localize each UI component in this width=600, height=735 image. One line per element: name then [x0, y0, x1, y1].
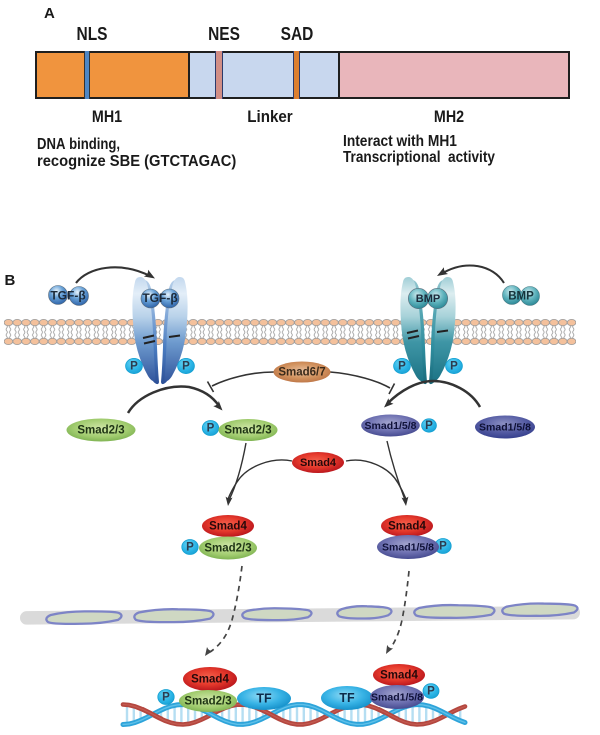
- svg-text:P: P: [425, 420, 433, 432]
- svg-text:Smad1/5/8: Smad1/5/8: [371, 691, 423, 703]
- svg-text:Smad4: Smad4: [209, 521, 247, 533]
- svg-text:TGF-β: TGF-β: [50, 289, 85, 303]
- svg-text:TGF-β: TGF-β: [142, 291, 177, 305]
- svg-text:Smad4: Smad4: [380, 670, 418, 682]
- svg-text:Smad2/3: Smad2/3: [204, 543, 251, 555]
- svg-text:P: P: [207, 423, 215, 435]
- svg-text:Smad4: Smad4: [300, 457, 337, 469]
- svg-text:Smad2/3: Smad2/3: [77, 425, 124, 437]
- svg-text:P: P: [439, 541, 447, 553]
- svg-text:P: P: [130, 361, 138, 373]
- svg-text:TF: TF: [256, 691, 272, 705]
- svg-text:Smad2/3: Smad2/3: [224, 425, 271, 437]
- svg-text:P: P: [450, 361, 458, 373]
- svg-text:Smad1/5/8: Smad1/5/8: [382, 541, 434, 553]
- svg-text:Smad4: Smad4: [388, 521, 426, 533]
- svg-text:Smad1/5/8: Smad1/5/8: [365, 420, 417, 432]
- svg-text:P: P: [398, 361, 406, 373]
- svg-text:P: P: [427, 686, 435, 698]
- svg-text:P: P: [186, 542, 194, 554]
- svg-text:Smad1/5/8: Smad1/5/8: [479, 421, 531, 433]
- svg-text:Smad2/3: Smad2/3: [184, 696, 231, 708]
- svg-text:P: P: [182, 361, 190, 373]
- svg-text:BMP: BMP: [416, 293, 440, 305]
- svg-text:Smad4: Smad4: [191, 674, 229, 686]
- svg-text:Smad6/7: Smad6/7: [278, 367, 325, 379]
- svg-text:P: P: [162, 692, 170, 704]
- svg-text:TF: TF: [339, 691, 355, 705]
- svg-text:BMP: BMP: [508, 291, 534, 303]
